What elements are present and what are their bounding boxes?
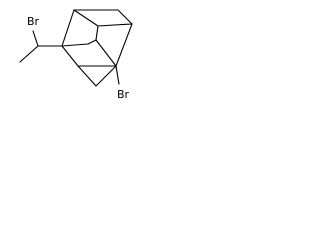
atom-br-bottom: Br xyxy=(117,88,130,101)
bond-cage-10 xyxy=(95,25,99,41)
bond-cage-9 xyxy=(95,39,117,67)
bond-cage-3 xyxy=(117,9,133,25)
bond-cage-13 xyxy=(77,65,97,87)
atom-br-top: Br xyxy=(27,15,40,28)
atom-labels: Br Br xyxy=(27,15,130,101)
bonds xyxy=(19,9,133,87)
bond-c-br-top xyxy=(32,30,39,47)
bond-cage-6 xyxy=(115,23,133,67)
bond-cage-7 xyxy=(61,43,89,47)
bond-cage-12 xyxy=(73,9,99,27)
bond-cage-11 xyxy=(97,23,133,27)
bond-cage-1 xyxy=(61,9,75,47)
chemical-structure: Br Br xyxy=(19,9,133,101)
bond-cage-4 xyxy=(61,45,79,67)
bond-cage-8 xyxy=(87,39,97,45)
bond-c-br-bottom xyxy=(115,65,120,85)
bond-cage-14 xyxy=(95,65,117,87)
bond-methyl xyxy=(19,45,39,63)
